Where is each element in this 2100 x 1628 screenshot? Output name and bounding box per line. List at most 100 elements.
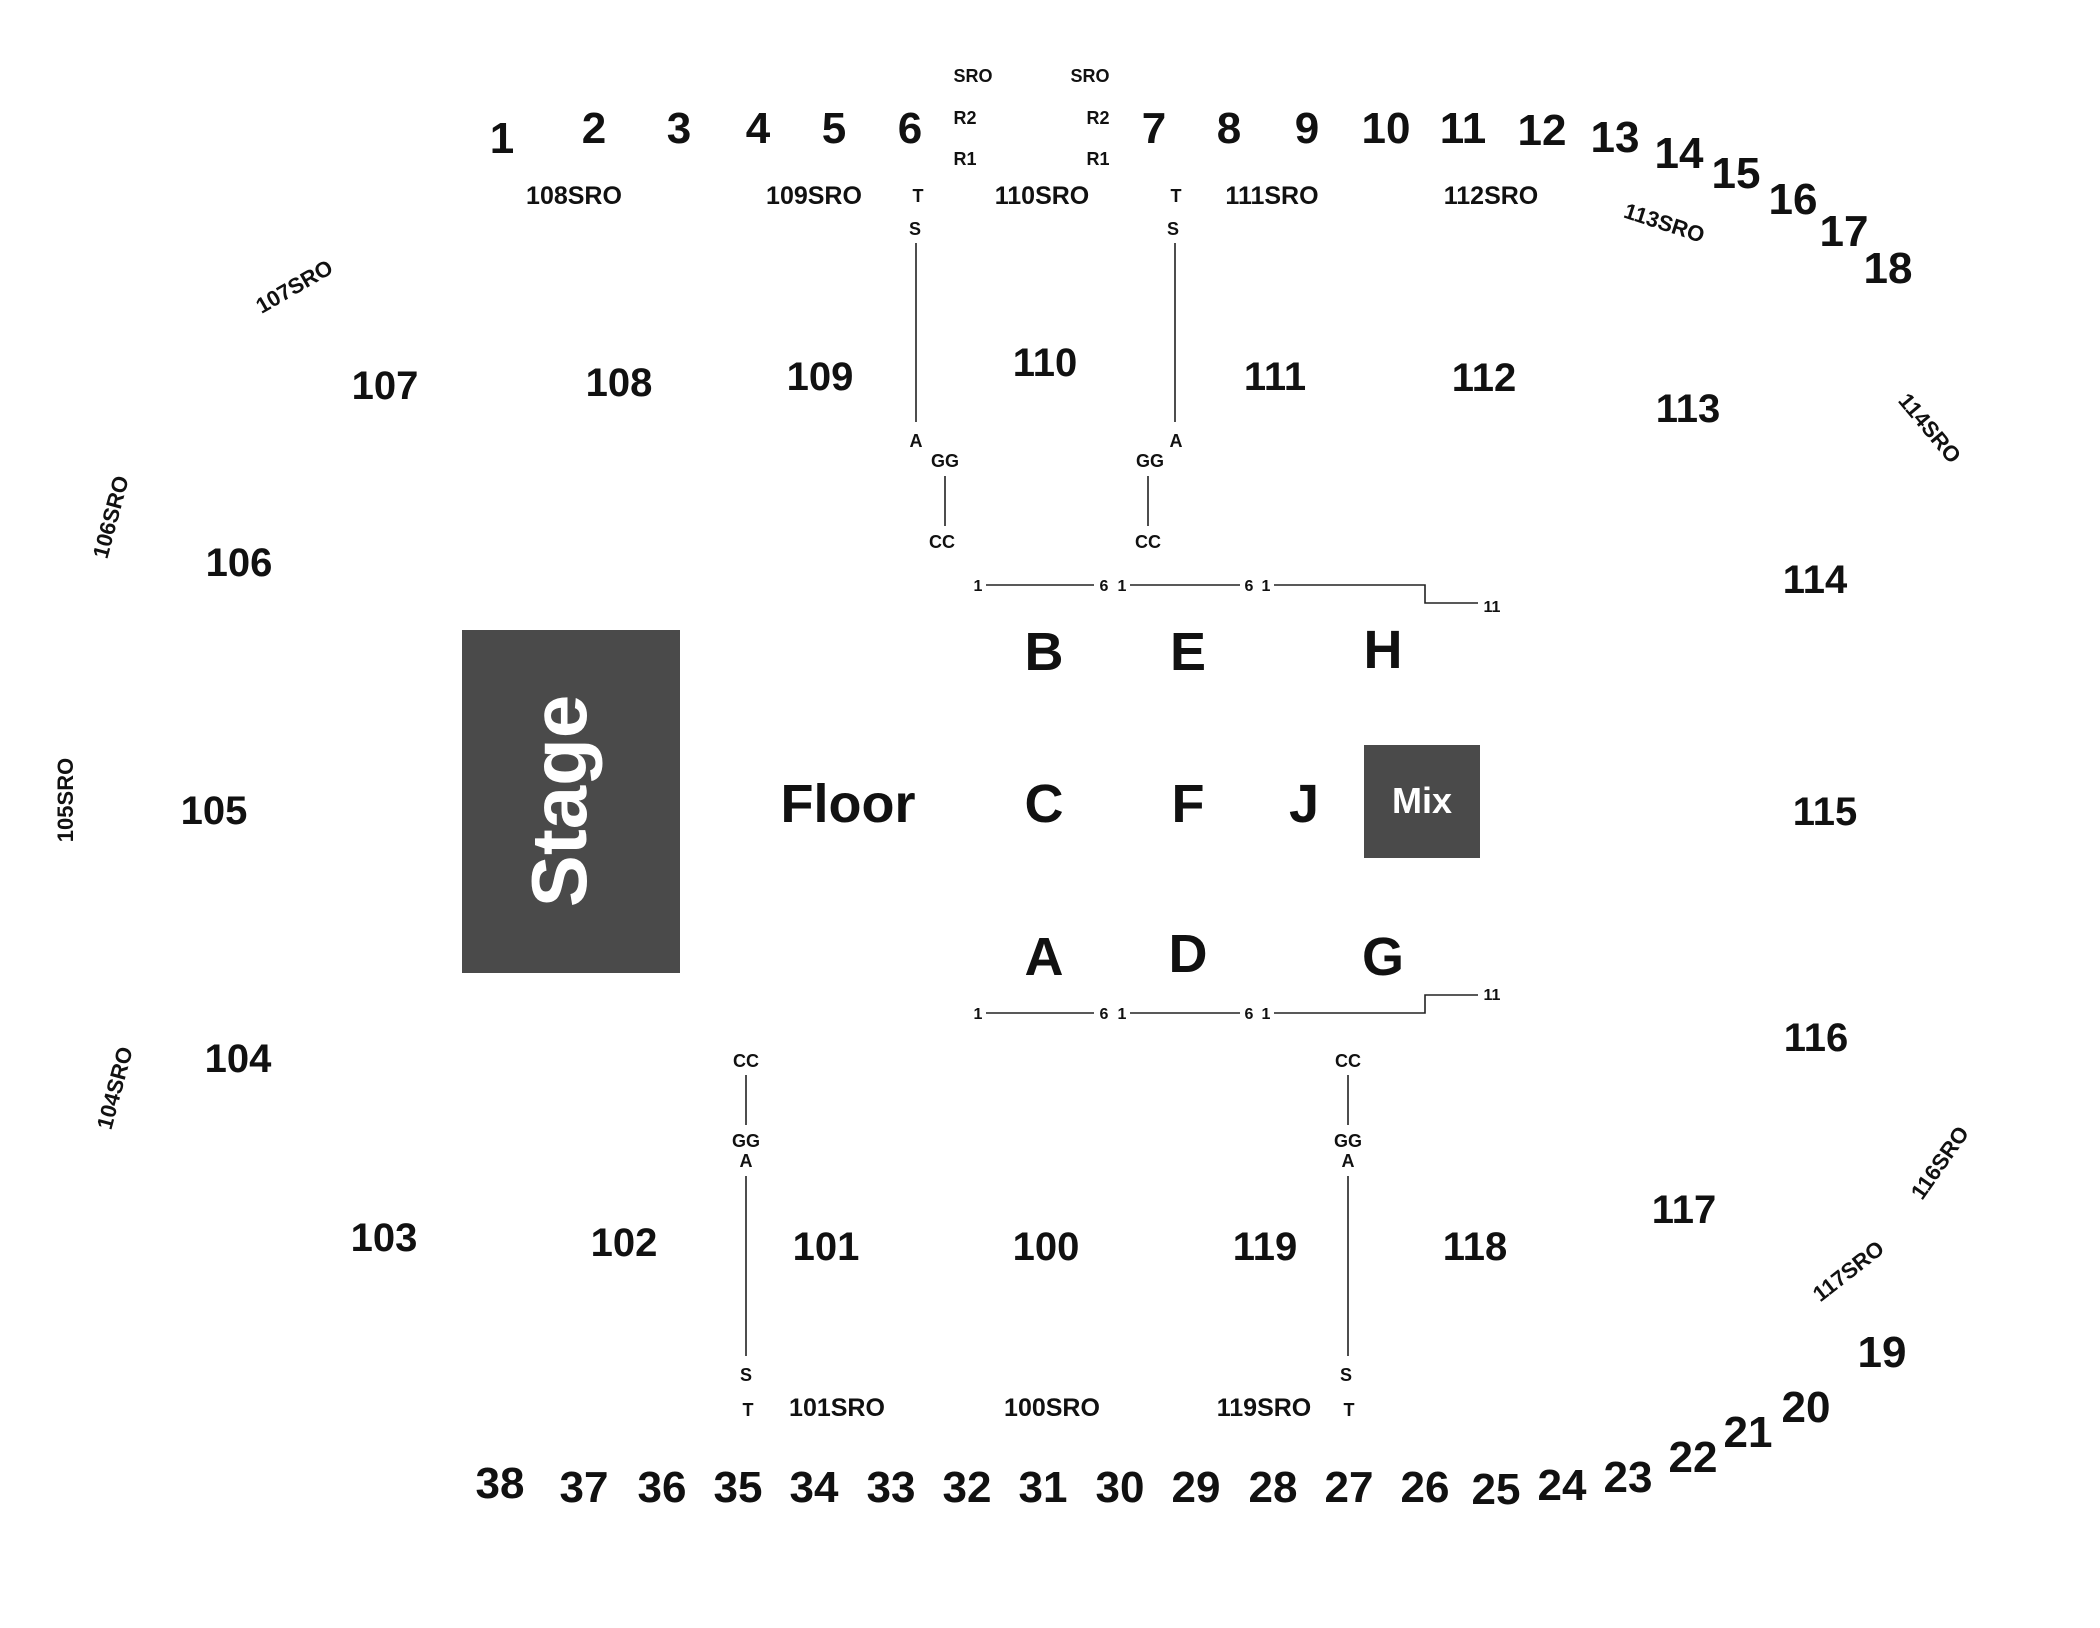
section-7[interactable]: 7 [1142, 104, 1166, 153]
section-17[interactable]: 17 [1820, 207, 1869, 256]
section-2[interactable]: 2 [582, 104, 606, 153]
section-111sro[interactable]: 111SRO [1225, 182, 1318, 210]
section-27[interactable]: 27 [1325, 1463, 1374, 1512]
section-12[interactable]: 12 [1518, 106, 1567, 155]
section-112[interactable]: 112 [1452, 356, 1517, 400]
aisle-label-t: T [1171, 186, 1182, 206]
section-25[interactable]: 25 [1472, 1465, 1521, 1514]
floor-zone-c[interactable]: C [1025, 774, 1064, 834]
section-100[interactable]: 100 [1013, 1225, 1080, 1269]
section-20[interactable]: 20 [1782, 1383, 1831, 1432]
aisle-label-gg: GG [931, 451, 959, 471]
aisle-label-t: T [1344, 1400, 1355, 1420]
section-102[interactable]: 102 [591, 1221, 658, 1265]
aisle-label-t: T [913, 186, 924, 206]
section-107[interactable]: 107 [352, 364, 419, 408]
section-116sro[interactable]: 116SRO [1906, 1121, 1974, 1203]
section-119sro[interactable]: 119SRO [1217, 1394, 1312, 1422]
section-33[interactable]: 33 [867, 1463, 916, 1512]
section-118[interactable]: 118 [1443, 1225, 1508, 1269]
mix-label: Mix [1392, 780, 1452, 821]
floor-zone-e[interactable]: E [1170, 622, 1206, 682]
section-21[interactable]: 21 [1724, 1408, 1773, 1457]
floor-label[interactable]: Floor [781, 774, 916, 834]
section-101[interactable]: 101 [793, 1225, 860, 1269]
stage-label: Stage [515, 695, 603, 907]
floor-zone-f[interactable]: F [1172, 774, 1205, 834]
sro-label: SRO [953, 66, 992, 86]
section-38[interactable]: 38 [476, 1459, 525, 1508]
section-112sro[interactable]: 112SRO [1444, 182, 1539, 210]
section-117sro[interactable]: 117SRO [1808, 1236, 1889, 1307]
aisle-label-t: T [743, 1400, 754, 1420]
section-3[interactable]: 3 [667, 104, 691, 153]
section-23[interactable]: 23 [1604, 1453, 1653, 1502]
row-number: 6 [1100, 1006, 1109, 1023]
section-14[interactable]: 14 [1655, 129, 1704, 178]
floor-zone-a[interactable]: A [1025, 927, 1064, 987]
aisle-label-a: A [740, 1151, 753, 1171]
section-110[interactable]: 110 [1013, 341, 1078, 385]
section-104sro[interactable]: 104SRO [92, 1044, 138, 1132]
section-24[interactable]: 24 [1538, 1461, 1587, 1510]
section-117[interactable]: 117 [1652, 1188, 1717, 1232]
section-16[interactable]: 16 [1769, 175, 1818, 224]
section-32[interactable]: 32 [943, 1463, 992, 1512]
section-106sro[interactable]: 106SRO [88, 473, 134, 561]
aisle-label-a: A [1342, 1151, 1355, 1171]
section-101sro[interactable]: 101SRO [789, 1394, 885, 1422]
section-115[interactable]: 115 [1793, 790, 1858, 834]
section-4[interactable]: 4 [746, 104, 771, 153]
section-104[interactable]: 104 [205, 1037, 272, 1081]
section-109[interactable]: 109 [787, 355, 854, 399]
section-28[interactable]: 28 [1249, 1463, 1298, 1512]
section-116[interactable]: 116 [1784, 1016, 1849, 1060]
section-31[interactable]: 31 [1019, 1463, 1068, 1512]
section-22[interactable]: 22 [1669, 1433, 1718, 1482]
section-6[interactable]: 6 [898, 104, 922, 153]
stage-block[interactable] [462, 630, 680, 973]
floor-zone-j[interactable]: J [1289, 774, 1319, 834]
floor-zone-h[interactable]: H [1364, 620, 1403, 680]
section-110sro[interactable]: 110SRO [995, 182, 1090, 210]
section-19[interactable]: 19 [1858, 1328, 1907, 1377]
row-number: 6 [1245, 1006, 1254, 1023]
section-106[interactable]: 106 [206, 541, 273, 585]
section-10[interactable]: 10 [1362, 104, 1411, 153]
section-108sro[interactable]: 108SRO [526, 182, 622, 210]
section-111[interactable]: 111 [1244, 355, 1306, 399]
section-34[interactable]: 34 [790, 1463, 839, 1512]
floor-zone-d[interactable]: D [1169, 924, 1208, 984]
aisle-label-a: A [910, 431, 923, 451]
section-103[interactable]: 103 [351, 1216, 418, 1260]
section-113[interactable]: 113 [1656, 387, 1721, 431]
section-15[interactable]: 15 [1712, 149, 1761, 198]
section-37[interactable]: 37 [560, 1463, 609, 1512]
section-30[interactable]: 30 [1096, 1463, 1145, 1512]
section-9[interactable]: 9 [1295, 104, 1319, 153]
section-18[interactable]: 18 [1864, 244, 1913, 293]
section-108[interactable]: 108 [586, 361, 653, 405]
section-8[interactable]: 8 [1217, 104, 1241, 153]
section-29[interactable]: 29 [1172, 1463, 1221, 1512]
section-113sro[interactable]: 113SRO [1621, 198, 1708, 247]
row-number: 1 [974, 578, 983, 595]
floor-zone-b[interactable]: B [1025, 622, 1064, 682]
section-36[interactable]: 36 [638, 1463, 687, 1512]
section-105sro[interactable]: 105SRO [53, 758, 78, 842]
section-109sro[interactable]: 109SRO [766, 182, 862, 210]
section-5[interactable]: 5 [822, 104, 846, 153]
section-114[interactable]: 114 [1783, 558, 1848, 602]
section-35[interactable]: 35 [714, 1463, 763, 1512]
section-13[interactable]: 13 [1591, 113, 1640, 162]
section-26[interactable]: 26 [1401, 1463, 1450, 1512]
section-107sro[interactable]: 107SRO [251, 255, 337, 319]
section-105[interactable]: 105 [181, 789, 248, 833]
section-119[interactable]: 119 [1233, 1225, 1298, 1269]
floor-zone-g[interactable]: G [1362, 927, 1404, 987]
row-r1-label: R1 [953, 149, 976, 169]
section-11[interactable]: 11 [1440, 104, 1487, 153]
section-1[interactable]: 1 [490, 114, 514, 163]
section-114sro[interactable]: 114SRO [1893, 388, 1966, 468]
section-100sro[interactable]: 100SRO [1004, 1394, 1100, 1422]
